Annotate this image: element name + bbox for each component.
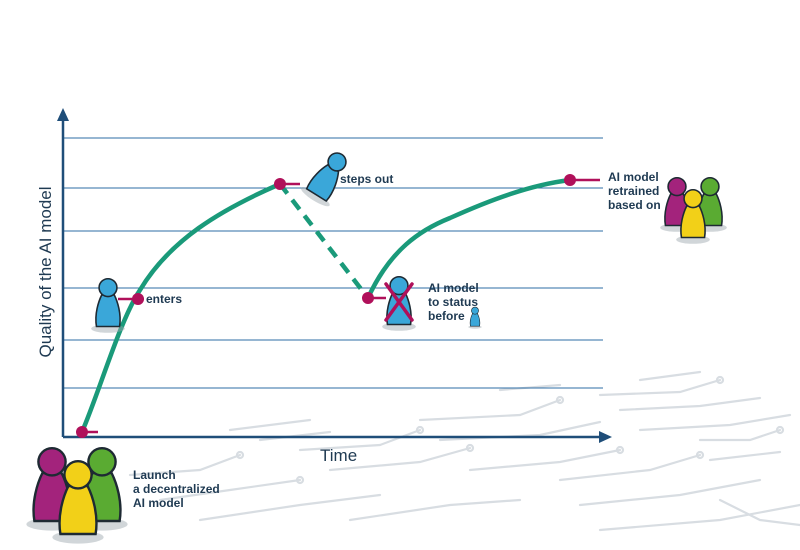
y-axis-arrowhead: [57, 108, 69, 121]
marker-retrained: [564, 174, 576, 186]
blue-pawn-enters-icon: [90, 277, 126, 334]
circuit-background: [128, 370, 800, 532]
retrained-label: AI model retrained based on: [608, 170, 661, 212]
quality-curve-growth: [79, 181, 283, 435]
cross-out-icon: [384, 282, 414, 322]
x-axis-label: Time: [320, 446, 358, 465]
steps-out-label: steps out: [340, 172, 394, 186]
marker-steps-out: [274, 178, 286, 190]
event-markers: [76, 174, 576, 438]
leader-lines: [82, 178, 600, 434]
marker-launch: [76, 426, 88, 438]
x-axis-arrowhead: [599, 431, 612, 443]
y-axis-label: Quality of the AI model: [36, 186, 55, 358]
reset-label: AI model to status before: [428, 281, 479, 323]
launch-label: Launch a decentralized AI model: [133, 468, 220, 510]
quality-curve-recovery: [365, 177, 573, 301]
quality-curve-drop: [278, 182, 370, 300]
pawn-group-retrained: [659, 176, 728, 245]
marker-reset: [362, 292, 374, 304]
pawn-group-launch: [25, 447, 129, 545]
marker-enters: [132, 293, 144, 305]
enters-label: enters: [146, 292, 183, 306]
axes: [57, 108, 612, 443]
